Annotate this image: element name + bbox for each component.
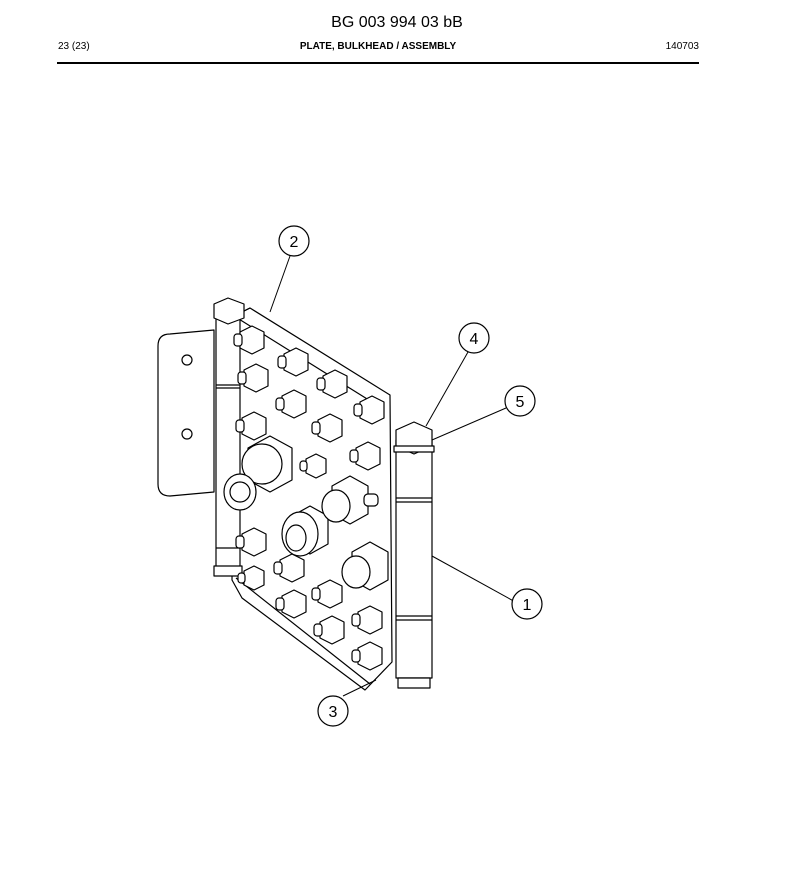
- callout-2: 2: [278, 225, 310, 257]
- callout-4: 4: [458, 322, 490, 354]
- mounting-bracket: [157, 329, 215, 497]
- document-title: BG 003 994 03 bB: [331, 14, 463, 31]
- rear-hinge: [213, 297, 245, 577]
- header-rule: [57, 62, 699, 64]
- large-fittings: [223, 435, 389, 591]
- svg-text:5: 5: [516, 394, 525, 411]
- callout-1: 1: [511, 588, 543, 620]
- callout-5: 5: [504, 385, 536, 417]
- page-number: 23 (23): [58, 41, 90, 52]
- svg-text:1: 1: [523, 597, 532, 614]
- document-subtitle: PLATE, BULKHEAD / ASSEMBLY: [299, 41, 457, 52]
- small-fittings: [233, 325, 385, 671]
- svg-text:2: 2: [290, 234, 299, 251]
- svg-text:4: 4: [470, 331, 479, 348]
- washer: [393, 445, 435, 453]
- hinge-pin: [393, 421, 435, 689]
- svg-text:3: 3: [329, 704, 338, 721]
- document-code: 140703: [665, 41, 699, 52]
- callout-3: 3: [317, 695, 349, 727]
